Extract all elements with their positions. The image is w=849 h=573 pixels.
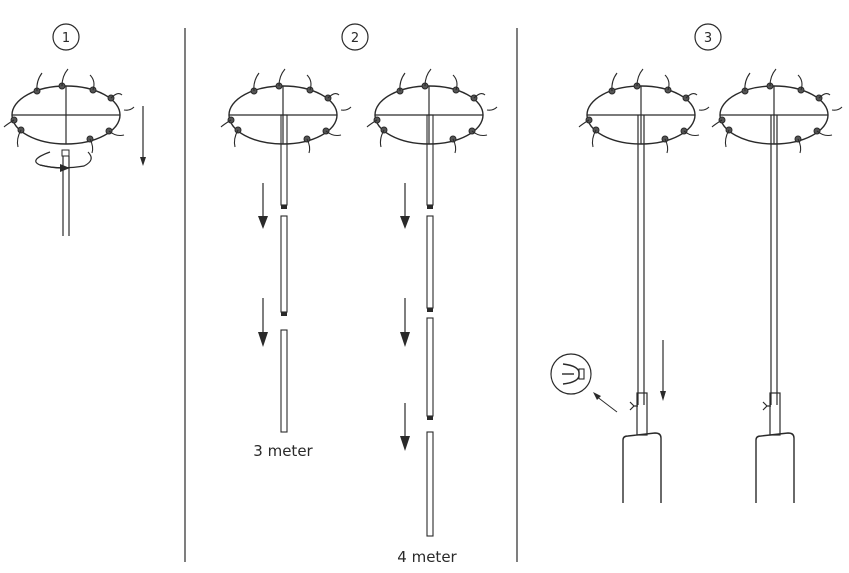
length-label-3m: 3 meter [253,442,313,460]
step-2-left-illustration: 3 meter [220,68,352,460]
step-3-left-illustration [550,68,710,503]
step-1-number: 1 [62,31,70,46]
step-1-badge: 1 [52,23,80,51]
step-2-right-illustration: 4 meter [366,68,498,566]
step-3-badge: 3 [694,23,722,51]
step-3-number: 3 [704,31,712,46]
clamp-detail-callout [550,353,592,395]
step-3-right-illustration [711,68,843,503]
step-2-badge: 2 [341,23,369,51]
step-1-illustration [3,68,146,236]
length-label-4m: 4 meter [397,548,457,566]
step-2-number: 2 [351,31,359,46]
